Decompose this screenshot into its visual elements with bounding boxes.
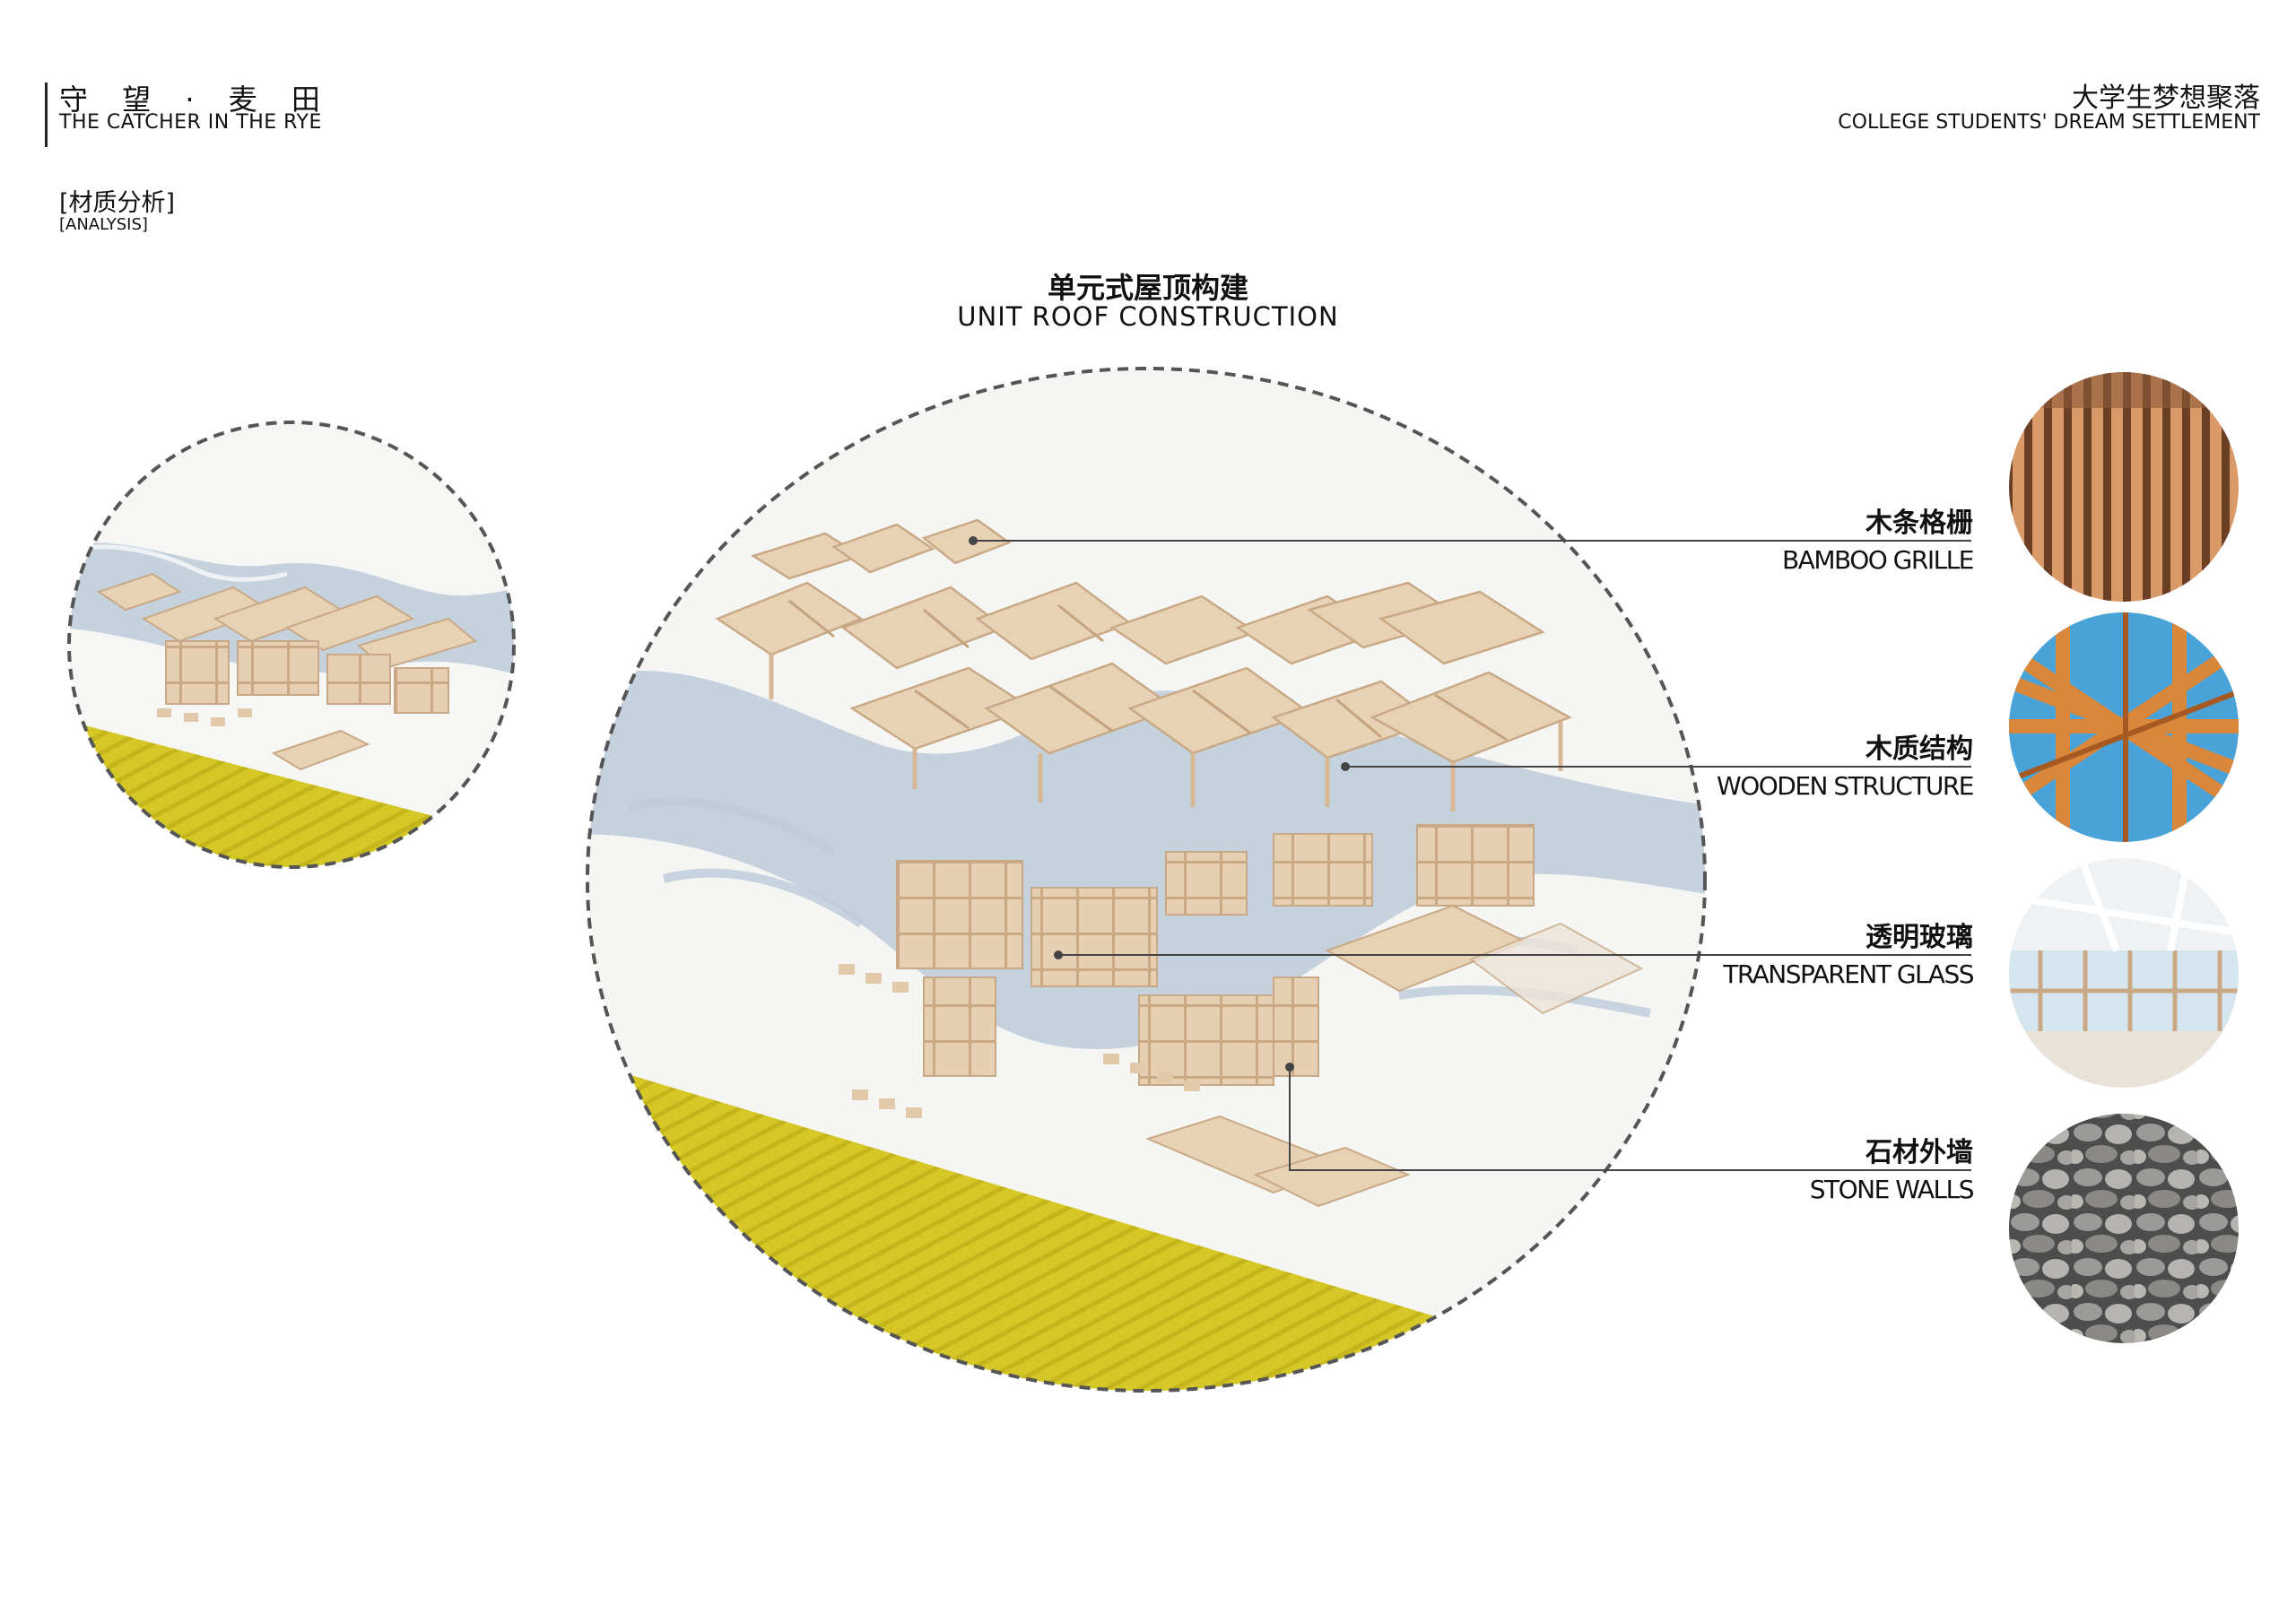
swatch-wooden-structure [2009,612,2239,842]
project-title-en: THE CATCHER IN THE RYE [59,111,322,134]
section-title-cn: [材质分析] [59,189,176,217]
swatch-transparent-glass [2009,858,2239,1088]
material-label-cn-stone-walls: 石材外墙 [1866,1137,1973,1168]
material-label-cn-transparent-glass: 透明玻璃 [1866,922,1973,953]
site-overview-circle [67,421,516,869]
project-subtitle-cn: 大学生梦想聚落 [2072,82,2260,114]
project-subtitle-en: COLLEGE STUDENTS' DREAM SETTLEMENT [1838,111,2260,134]
diagram-title-en: UNIT ROOF CONSTRUCTION [957,301,1339,332]
material-label-en-bamboo-grille: BAMBOO GRILLE [1781,545,1975,575]
material-label-cn-wooden-structure: 木质结构 [1866,733,1973,765]
material-label-en-stone-walls: STONE WALLS [1809,1175,1975,1204]
leader-lines [969,536,1971,1171]
project-title-cn: 守 望 · 麦 田 [59,82,333,117]
material-label-cn-bamboo-grille: 木条格栅 [1866,508,1973,539]
material-label-en-wooden-structure: WOODEN STRUCTURE [1717,771,1974,801]
leader-line-stone-walls [1289,1067,1971,1171]
header-accent-bar [45,82,48,147]
unit-roof-axonometric [586,367,1707,1393]
swatch-bamboo-grille [2009,372,2239,602]
diagram-title-cn: 单元式屋顶构建 [1047,271,1248,305]
swatch-stone-walls [2009,1114,2239,1343]
section-title-en: [ANALYSIS] [59,215,148,234]
material-label-en-transparent-glass: TRANSPARENT GLASS [1723,959,1974,989]
